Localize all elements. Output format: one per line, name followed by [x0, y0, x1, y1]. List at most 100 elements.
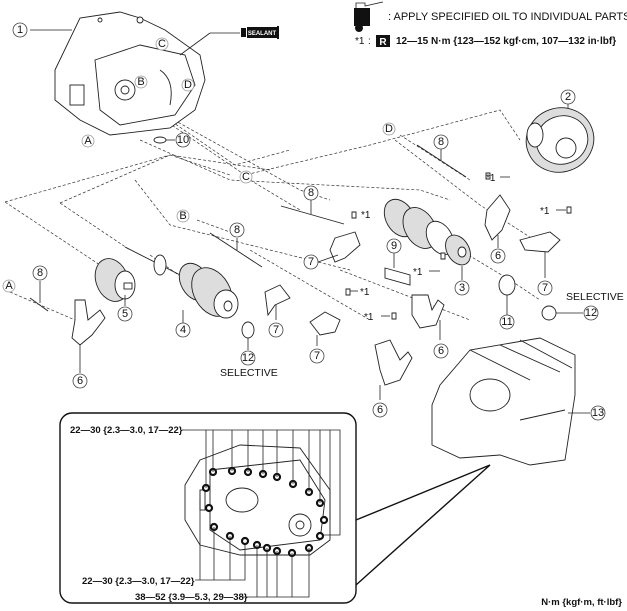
interlock-guide [384, 267, 411, 286]
callout-8-c: 8 [303, 185, 319, 201]
selective-label-left: SELECTIVE [220, 367, 278, 379]
svg-text:12: 12 [585, 307, 597, 319]
callout-5: 5 [117, 306, 133, 322]
shift-rods [29, 144, 467, 312]
selective-label-right: SELECTIVE [566, 291, 624, 303]
svg-text:8: 8 [308, 187, 314, 199]
inset-torque-bottom-1: 22—30 {2.3—3.0, 17—22} [82, 576, 195, 587]
svg-text:13: 13 [592, 407, 604, 419]
svg-text:12: 12 [242, 352, 254, 364]
inset-torque-top: 22—30 {2.3—3.0, 17—22} [70, 425, 183, 436]
torque-spec-text: 12—15 N·m {123—152 kgf·cm, 107—132 in·lb… [396, 36, 616, 47]
callout-13: 13 [590, 405, 606, 421]
callout-7-a: 7 [303, 254, 319, 270]
bolt-ref-6: *1 [540, 206, 566, 217]
callout-4: 4 [175, 322, 191, 338]
callout-6-d: 6 [490, 248, 506, 264]
svg-text:6: 6 [438, 345, 444, 357]
callout-11: 11 [499, 314, 515, 330]
torque-badge [376, 35, 390, 47]
callout-7-b: 7 [268, 322, 284, 338]
svg-text:C: C [242, 171, 250, 183]
svg-text:1: 1 [17, 24, 23, 36]
torque-legend: *1 : R 12—15 N·m {123—152 kgf·cm, 107—13… [355, 35, 616, 48]
svg-text:11: 11 [501, 316, 512, 328]
svg-text:4: 4 [180, 324, 186, 336]
callout-10: 10 [175, 132, 191, 148]
callout-2: 2 [560, 89, 576, 105]
torque-ref: *1 [355, 36, 365, 47]
svg-text:5: 5 [122, 308, 128, 320]
callout-12-b: 12 [583, 305, 599, 321]
bearing [498, 274, 516, 296]
ref-letter-B-housing: B [134, 75, 148, 89]
svg-text:8: 8 [234, 224, 240, 236]
countershaft [383, 198, 471, 266]
svg-text:3: 3 [459, 282, 465, 294]
svg-text:9: 9 [391, 240, 397, 252]
bolt-ref-2: *1 [350, 287, 370, 298]
svg-text:B: B [179, 210, 186, 222]
assembly-guide-lines [4, 99, 551, 321]
ref-letter-C-housing: C [155, 37, 169, 51]
callout-9: 9 [386, 238, 402, 254]
ref-letter-D-rod: D [382, 122, 396, 136]
inset-torque-bottom-2: 38—52 {3.9—5.3, 29—38} [135, 592, 248, 603]
svg-text:*1: *1 [540, 206, 550, 217]
svg-text:7: 7 [314, 350, 320, 362]
torque-colon: : [368, 36, 371, 47]
shift-levers [264, 231, 561, 336]
svg-text:2: 2 [565, 91, 571, 103]
svg-text:D: D [184, 79, 192, 91]
svg-text:8: 8 [438, 136, 444, 148]
svg-text:7: 7 [273, 324, 279, 336]
svg-text:10: 10 [177, 134, 189, 146]
ref-letter-D-housing: D [181, 78, 195, 92]
callout-7-d: 7 [537, 280, 553, 296]
svg-text:A: A [84, 135, 92, 147]
svg-text:A: A [5, 280, 13, 292]
leader-sealant [179, 32, 211, 56]
callout-8-d: 8 [433, 134, 449, 150]
sealant-label: SEALANT [248, 31, 277, 37]
svg-text:6: 6 [495, 250, 501, 262]
callout-6-a: 6 [72, 373, 88, 389]
units-note: N·m {kgf·m, ft·lbf} [541, 597, 622, 608]
mainshaft [124, 246, 239, 319]
oil-legend: OIL : APPLY SPECIFIED OIL TO INDIVIDUAL … [354, 1, 627, 32]
callout-12-a: 12 [240, 350, 256, 366]
svg-text:*1: *1 [360, 287, 370, 298]
bolts [345, 172, 572, 320]
svg-text:B: B [137, 76, 144, 88]
gear [94, 258, 136, 302]
shim-right [541, 305, 557, 321]
bolt-ref-1: *1 [361, 210, 371, 221]
callout-6-b: 6 [372, 402, 388, 418]
svg-text:C: C [158, 38, 166, 50]
ref-letter-A-rod: A [2, 279, 16, 293]
bolt-ref-4: *1 [413, 267, 440, 278]
shift-forks [71, 194, 511, 386]
svg-text:*1: *1 [413, 267, 423, 278]
svg-text:D: D [385, 123, 393, 135]
callout-1: 1 [12, 22, 28, 38]
ref-letter-B-rod: B [176, 209, 190, 223]
sealant-icon: SEALANT [241, 26, 279, 39]
inset-leader-lines [182, 429, 341, 598]
torque-badge-letter: R [379, 37, 387, 48]
differential [525, 107, 595, 173]
shim-left [241, 321, 255, 339]
svg-text:6: 6 [77, 375, 83, 387]
callout-8-b: 8 [229, 222, 245, 238]
oil-legend-text: : APPLY SPECIFIED OIL TO INDIVIDUAL PART… [388, 11, 627, 23]
ref-letter-C-rod: C [239, 170, 253, 184]
callout-3: 3 [454, 280, 470, 296]
callout-8-a: 8 [32, 265, 48, 281]
callout-7-c: 7 [309, 348, 325, 364]
bolt-ref-3: *1 [364, 312, 390, 323]
clutch-housing [54, 11, 206, 136]
svg-text:6: 6 [377, 404, 383, 416]
oil-can-icon: OIL [354, 1, 384, 32]
svg-text:*1: *1 [361, 210, 371, 221]
